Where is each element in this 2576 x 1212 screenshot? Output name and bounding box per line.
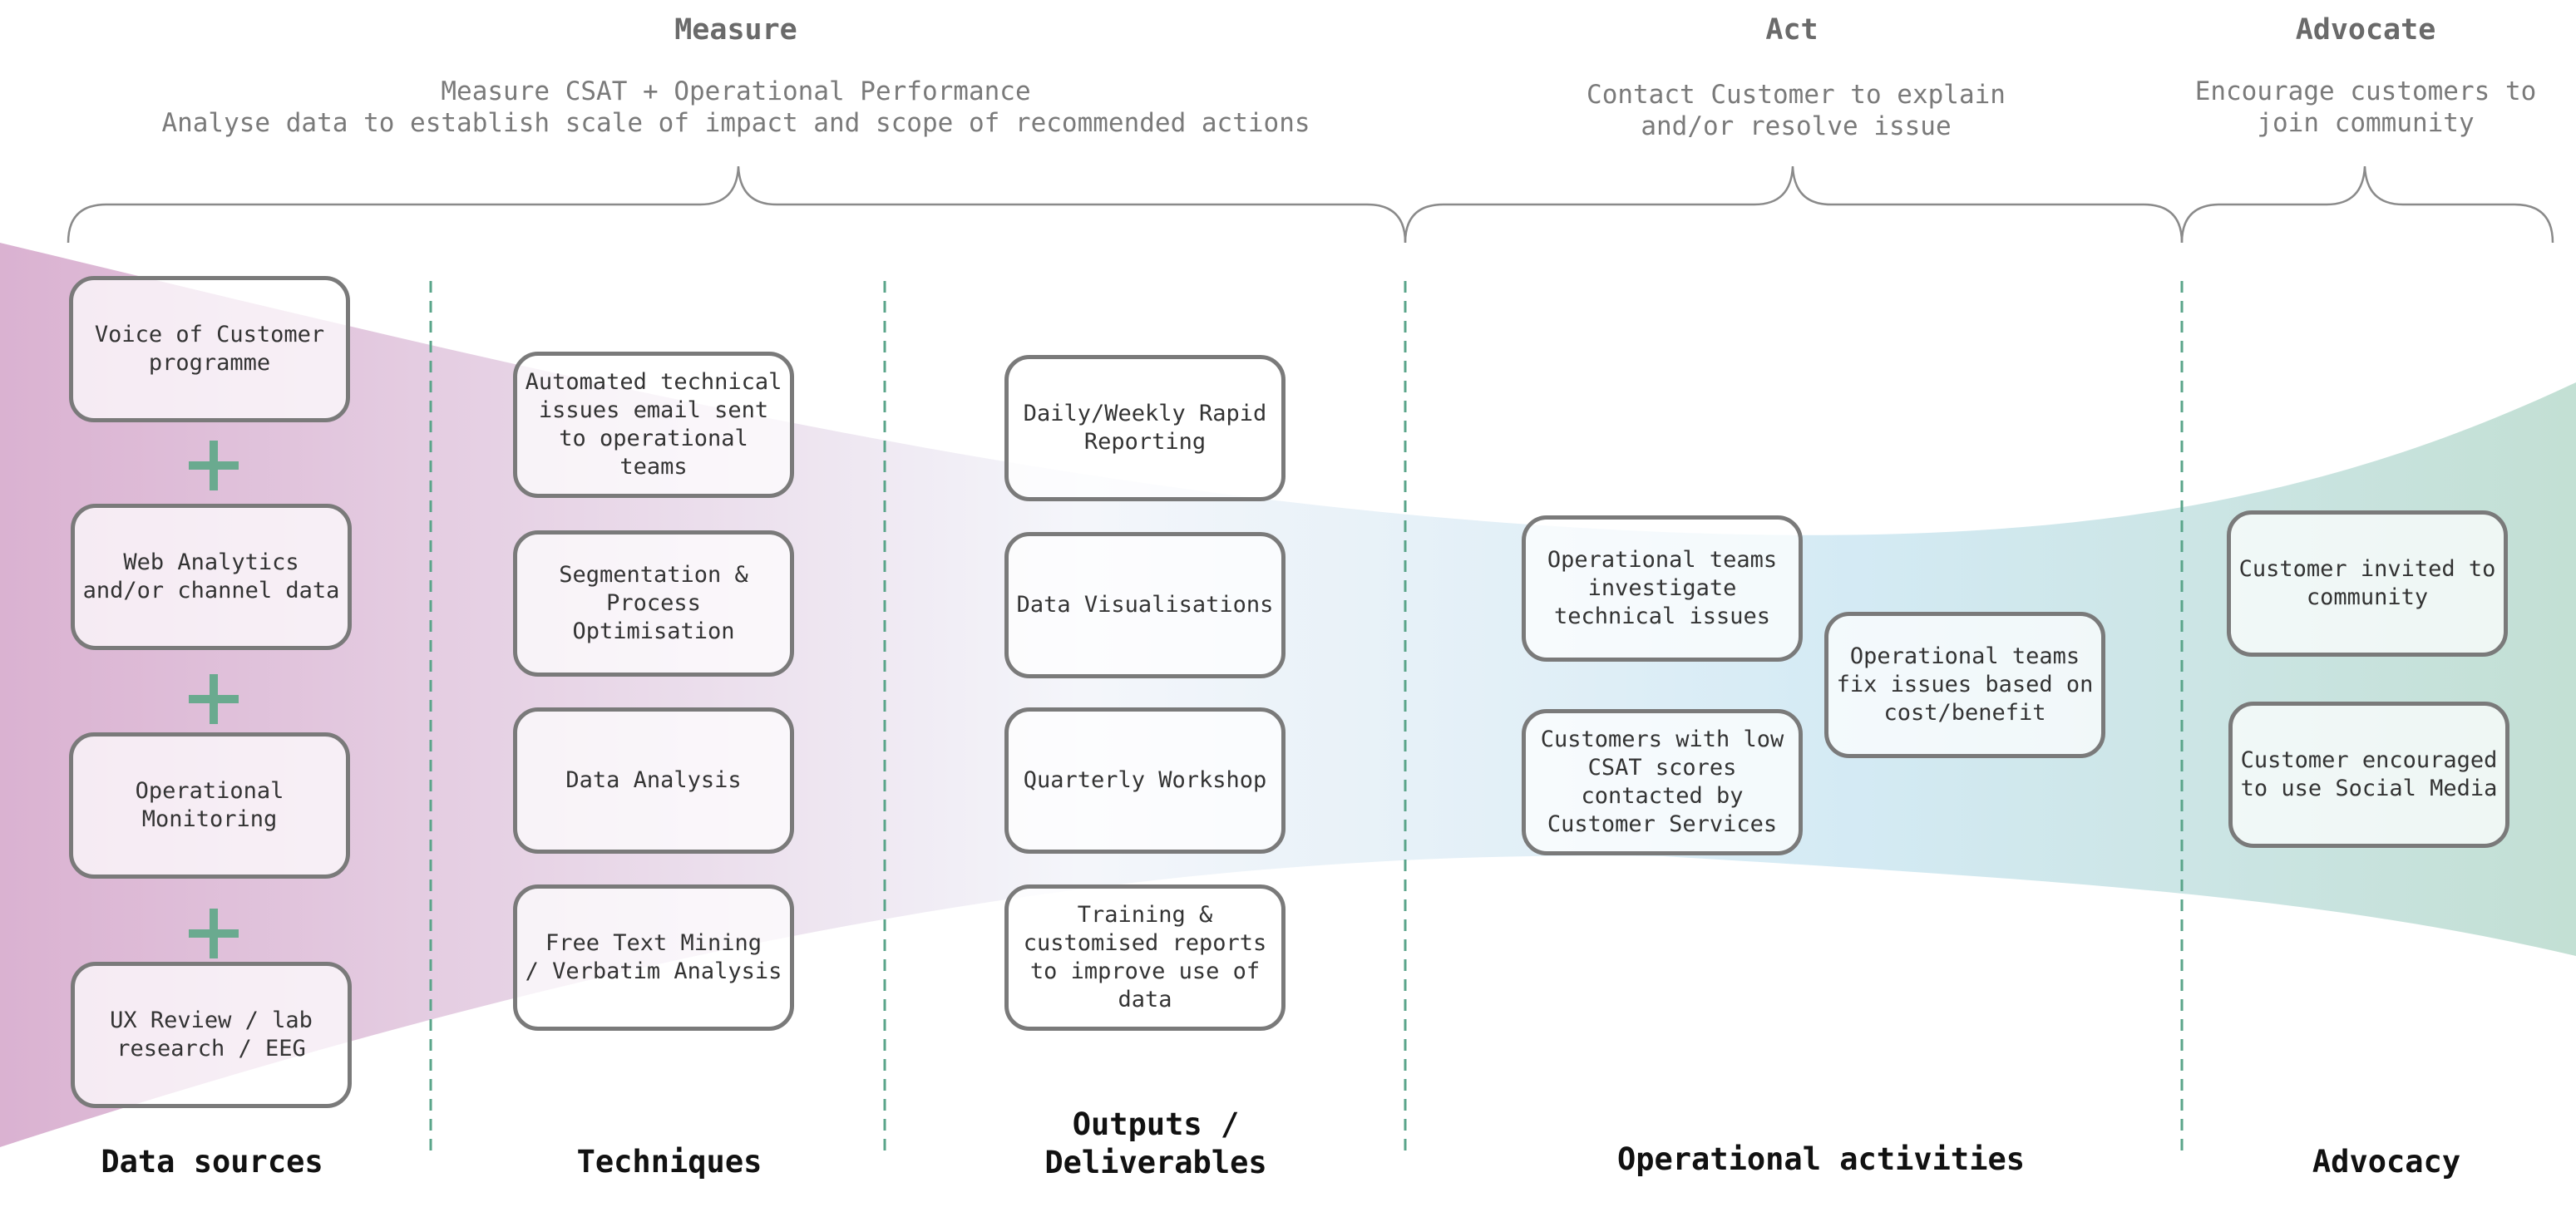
output-quarterly-workshop: Quarterly Workshop bbox=[1004, 707, 1286, 854]
column-label-outputs: Outputs / Deliverables bbox=[1044, 1106, 1267, 1181]
plus-icon bbox=[189, 441, 239, 490]
column-label-techniques: Techniques bbox=[576, 1144, 762, 1180]
box-label: Data Visualisations bbox=[1016, 591, 1274, 618]
phase-desc-measure: Measure CSAT + Operational Performance A… bbox=[161, 76, 1310, 138]
technique-free-text-mining: Free Text Mining / Verbatim Analysis bbox=[513, 884, 794, 1031]
box-label: Free Text Mining / Verbatim Analysis bbox=[525, 929, 782, 984]
advocacy-invited: Customer invited to community bbox=[2227, 510, 2508, 657]
operational-investigate: Operational teams investigate technical … bbox=[1522, 515, 1803, 662]
technique-segmentation: Segmentation & Process Optimisation bbox=[513, 530, 794, 677]
technique-data-analysis: Data Analysis bbox=[513, 707, 794, 854]
box-label: Web Analytics and/or channel data bbox=[82, 549, 340, 604]
plus-icon bbox=[189, 674, 239, 724]
phase-desc-advocate: Encourage customers to join community bbox=[2194, 76, 2537, 138]
box-label: Operational Monitoring bbox=[135, 777, 284, 832]
operational-fix-issues: Operational teams fix issues based on co… bbox=[1824, 612, 2105, 758]
box-label: Customer encouraged to use Social Media bbox=[2240, 746, 2498, 801]
output-training-reports: Training & customised reports to improve… bbox=[1004, 884, 1286, 1031]
box-label: Training & customised reports to improve… bbox=[1023, 901, 1267, 1013]
act-brace bbox=[1404, 165, 2184, 244]
column-label-operational: Operational activities bbox=[1616, 1141, 2026, 1177]
data-source-voice-of-customer: Voice of Customer programme bbox=[69, 276, 350, 422]
advocacy-social-media: Customer encouraged to use Social Media bbox=[2228, 702, 2509, 848]
advocate-brace bbox=[2180, 165, 2554, 244]
operational-contact-customers: Customers with low CSAT scores contacted… bbox=[1522, 709, 1803, 855]
column-label-advocacy: Advocacy bbox=[2312, 1144, 2461, 1180]
technique-automated-email: Automated technical issues email sent to… bbox=[513, 352, 794, 498]
data-source-operational-monitoring: Operational Monitoring bbox=[69, 732, 350, 879]
measure-brace bbox=[67, 165, 1407, 244]
data-source-ux-review: UX Review / lab research / EEG bbox=[71, 962, 352, 1108]
output-rapid-reporting: Daily/Weekly Rapid Reporting bbox=[1004, 355, 1286, 501]
box-label: Operational teams fix issues based on co… bbox=[1836, 643, 2094, 726]
box-label: Data Analysis bbox=[565, 766, 742, 793]
phase-title-act: Act bbox=[1765, 13, 1818, 47]
box-label: Operational teams investigate technical … bbox=[1547, 546, 1778, 629]
box-label: Segmentation & Process Optimisation bbox=[559, 561, 748, 644]
phase-desc-act: Contact Customer to explain and/or resol… bbox=[1587, 80, 2006, 141]
output-data-visualisations: Data Visualisations bbox=[1004, 532, 1286, 678]
phase-title-advocate: Advocate bbox=[2295, 13, 2436, 47]
phase-title-measure: Measure bbox=[674, 13, 797, 47]
box-label: Customers with low CSAT scores contacted… bbox=[1540, 726, 1784, 838]
box-label: Daily/Weekly Rapid Reporting bbox=[1023, 400, 1267, 455]
column-label-data-sources: Data sources bbox=[101, 1144, 323, 1180]
box-label: Voice of Customer programme bbox=[94, 321, 325, 376]
box-label: UX Review / lab research / EEG bbox=[110, 1007, 313, 1062]
box-label: Automated technical issues email sent to… bbox=[525, 368, 782, 480]
box-label: Customer invited to community bbox=[2238, 555, 2496, 610]
box-label: Quarterly Workshop bbox=[1023, 766, 1267, 793]
funnel-shape bbox=[0, 243, 2576, 1147]
data-source-web-analytics: Web Analytics and/or channel data bbox=[71, 504, 352, 650]
plus-icon bbox=[189, 909, 239, 958]
